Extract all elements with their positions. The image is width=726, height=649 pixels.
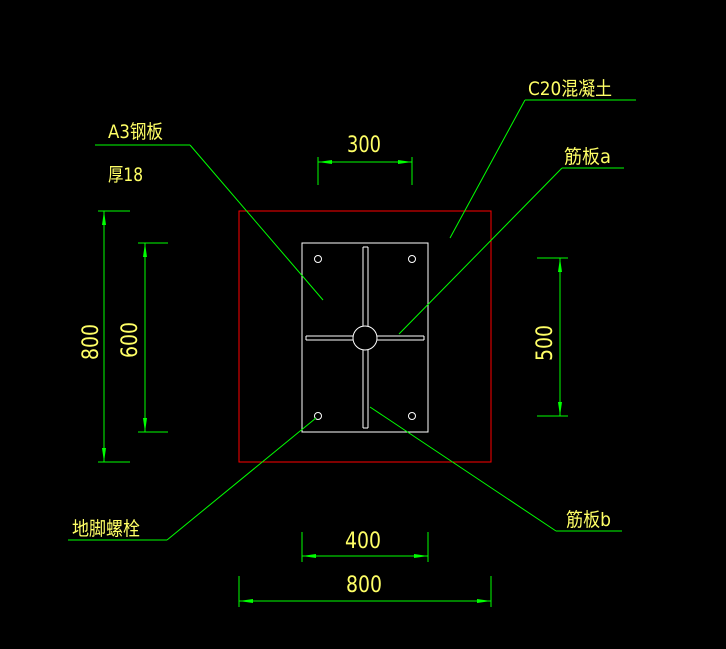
bolt-hole <box>314 255 322 263</box>
label-rib-b: 筋板b <box>566 509 611 531</box>
dim-right-500 <box>537 257 568 417</box>
rib-plate-horizontal <box>305 335 425 341</box>
label-rib-a: 筋板a <box>564 146 611 168</box>
dim-bottom-800 <box>238 576 492 607</box>
column-circle <box>352 325 378 351</box>
dim-bottom-800-text: 800 <box>346 573 382 598</box>
dim-bottom-400 <box>301 532 429 562</box>
dim-left-800-text: 800 <box>79 324 104 360</box>
dim-left-800 <box>98 210 130 463</box>
dim-bottom-400-text: 400 <box>345 529 381 554</box>
steel-plate-outline <box>301 242 429 433</box>
bolt-hole <box>408 255 416 263</box>
dim-left-600 <box>138 242 168 433</box>
label-steel-plate: A3钢板 <box>108 121 163 143</box>
leader-concrete <box>449 99 636 239</box>
label-anchor-bolt: 地脚螺栓 <box>72 518 140 540</box>
dim-top-300 <box>317 157 413 185</box>
label-concrete: C20混凝土 <box>528 78 612 100</box>
leader-steel-plate <box>95 144 324 301</box>
rib-plate-vertical <box>362 246 369 429</box>
leader-anchor-bolt <box>68 417 317 541</box>
label-thickness: 厚18 <box>108 164 143 186</box>
dim-top-300-text: 300 <box>347 133 381 158</box>
concrete-block-outline <box>238 210 492 463</box>
bolt-hole <box>314 412 322 420</box>
bolt-hole <box>408 412 416 420</box>
leader-rib-a <box>398 167 624 335</box>
leader-rib-b <box>369 406 622 532</box>
dim-right-500-text: 500 <box>533 325 558 361</box>
dim-left-600-text: 600 <box>118 322 143 358</box>
